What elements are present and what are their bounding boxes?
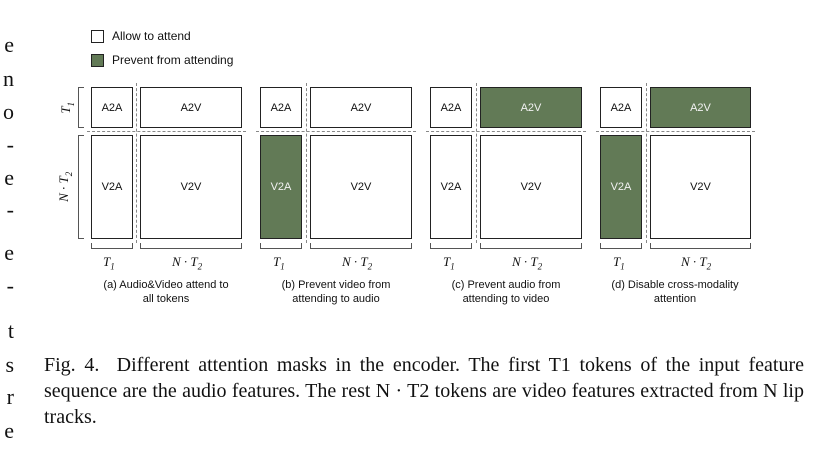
cell-v2a-blocked: V2A: [600, 135, 642, 239]
cell-v2a-blocked: V2A: [260, 135, 302, 239]
col-label-nt2: N · T2: [512, 254, 543, 272]
cell-a2v-blocked: A2V: [480, 87, 582, 128]
margin-letter: e: [4, 165, 14, 190]
divider-horizontal: [426, 131, 586, 132]
col-brace-t1: [430, 243, 472, 249]
legend-allow: Allow to attend: [91, 29, 191, 43]
margin-letter: e: [4, 240, 14, 265]
col-label-nt2: N · T2: [342, 254, 373, 272]
row-brace-t1: [78, 87, 84, 128]
margin-letter: e: [4, 32, 14, 57]
figure-caption-text: Different attention masks in the encoder…: [44, 354, 804, 428]
divider-horizontal: [256, 131, 416, 132]
panel-c-caption-line1: (c) Prevent audio from: [451, 279, 561, 291]
col-label-t1: T1: [103, 254, 115, 272]
legend-allow-swatch: [91, 29, 104, 43]
cell-v2v: V2V: [310, 135, 412, 239]
panel-b-caption-line2: attending to audio: [292, 293, 380, 305]
row-label-nt2: N · T2: [56, 171, 74, 202]
margin-letter: s: [5, 352, 14, 377]
panel-a-caption-line2: all tokens: [142, 293, 190, 305]
figure-caption: Fig. 4. Different attention masks in the…: [44, 352, 804, 430]
legend-prevent: Prevent from attending: [91, 53, 233, 67]
col-brace-nt2: [310, 243, 412, 249]
panel-d-caption-line2: attention: [653, 293, 697, 305]
margin-letter: t: [7, 318, 14, 343]
cell-a2v: A2V: [140, 87, 242, 128]
cell-v2a: V2A: [430, 135, 472, 239]
margin-letter: -: [6, 132, 14, 157]
divider-horizontal: [87, 131, 246, 132]
col-brace-nt2: [480, 243, 582, 249]
cell-a2a: A2A: [600, 87, 642, 128]
cell-v2v: V2V: [140, 135, 242, 239]
panel-c-caption: (c) Prevent audio from attending to vide…: [421, 278, 591, 306]
cell-v2a: V2A: [91, 135, 133, 239]
col-brace-t1: [600, 243, 642, 249]
col-label-t1: T1: [273, 254, 285, 272]
panel-a-caption: (a) Audio&Video attend to all tokens: [81, 278, 251, 306]
cell-v2v: V2V: [650, 135, 751, 239]
row-brace-nt2: [78, 135, 84, 239]
attention-mask-figure: Allow to attend Prevent from attending T…: [56, 29, 760, 306]
panel-a-caption-line1: (a) Audio&Video attend to: [103, 279, 229, 291]
divider-vertical: [136, 83, 137, 243]
col-label-t1: T1: [443, 254, 455, 272]
figure-caption-label: Fig. 4.: [44, 354, 100, 376]
panel-d-caption-line1: (d) Disable cross-modality: [611, 279, 739, 291]
col-brace-t1: [260, 243, 302, 249]
margin-letter: -: [6, 197, 14, 222]
legend-prevent-swatch: [91, 53, 104, 67]
col-label-nt2: N · T2: [172, 254, 203, 272]
cell-a2a: A2A: [91, 87, 133, 128]
cell-a2a: A2A: [430, 87, 472, 128]
divider-vertical: [306, 83, 307, 243]
panel-b-caption: (b) Prevent video from attending to audi…: [251, 278, 421, 306]
col-label-nt2: N · T2: [681, 254, 712, 272]
cell-a2v-blocked: A2V: [650, 87, 751, 128]
row-label-t1: T1: [58, 101, 76, 114]
panel-c-caption-line2: attending to video: [462, 293, 550, 305]
margin-text-column: e n o - e - e - t s r e: [0, 0, 20, 464]
col-brace-nt2: [140, 243, 242, 249]
margin-letter: o: [3, 99, 14, 124]
col-brace-t1: [91, 243, 133, 249]
margin-letter: -: [6, 273, 14, 298]
margin-letter: n: [3, 66, 14, 91]
cell-a2v: A2V: [310, 87, 412, 128]
cell-a2a: A2A: [260, 87, 302, 128]
divider-vertical: [476, 83, 477, 243]
divider-vertical: [646, 83, 647, 243]
legend-prevent-label: Prevent from attending: [112, 53, 234, 67]
margin-letter: e: [4, 418, 14, 443]
panel-d-caption: (d) Disable cross-modality attention: [590, 278, 760, 306]
col-label-t1: T1: [613, 254, 625, 272]
panel-b-caption-line1: (b) Prevent video from: [281, 279, 391, 291]
legend-allow-label: Allow to attend: [112, 29, 191, 43]
divider-horizontal: [596, 131, 755, 132]
col-brace-nt2: [650, 243, 751, 249]
cell-v2v: V2V: [480, 135, 582, 239]
margin-letter: r: [6, 384, 14, 409]
